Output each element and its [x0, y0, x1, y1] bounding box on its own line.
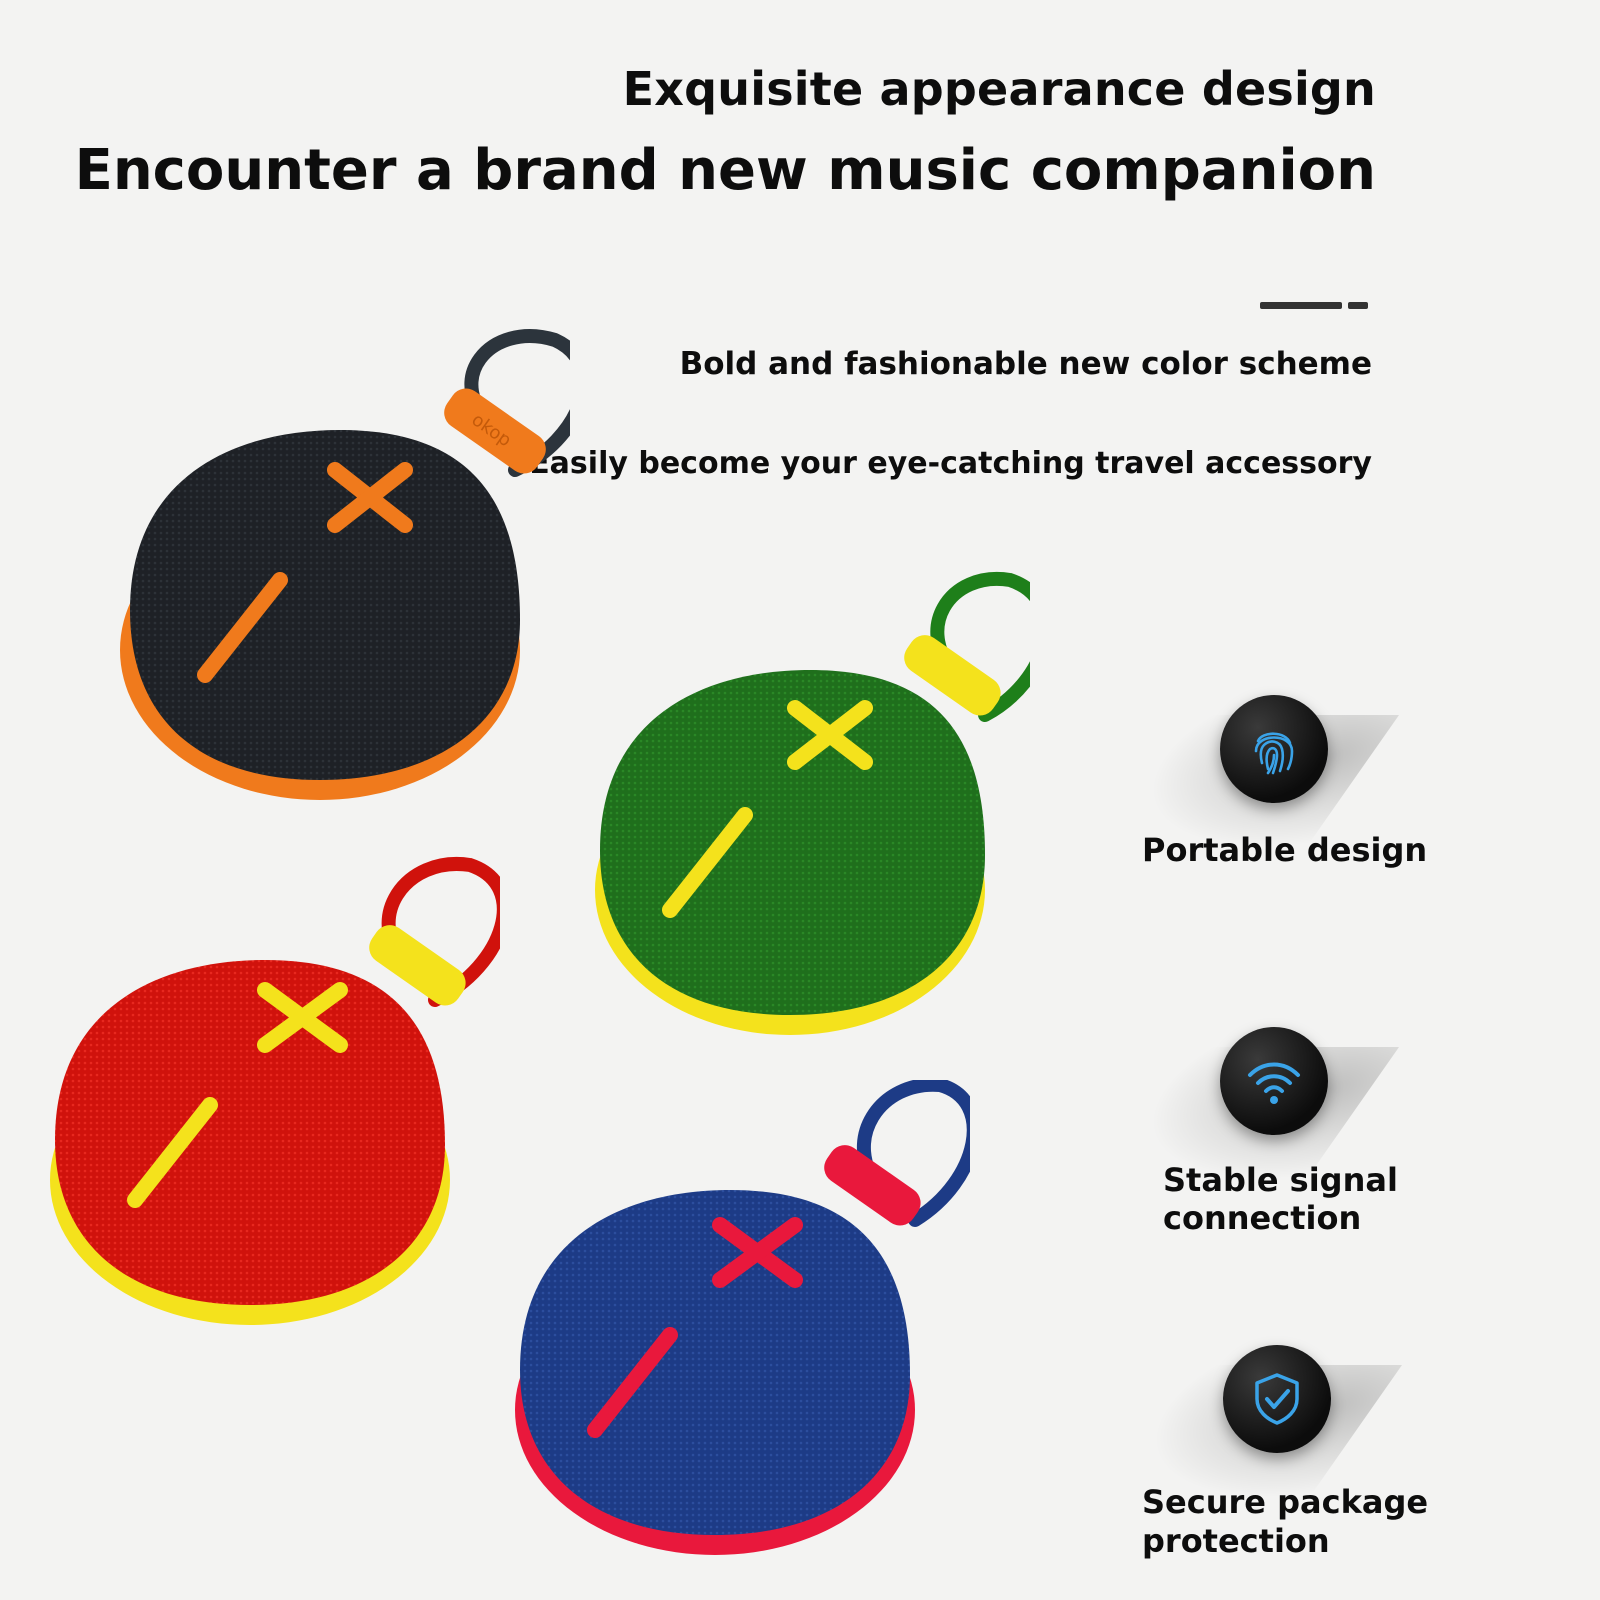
speaker-red-yellow: [50, 856, 500, 1325]
feature-secure: [1083, 1345, 1403, 1505]
shield-check-icon: [1223, 1345, 1331, 1453]
speaker-green-yellow: [595, 571, 1030, 1035]
feature-label-secure-1: Secure package: [1142, 1483, 1429, 1521]
feature-signal: [1080, 1027, 1400, 1187]
heading-line-1: Exquisite appearance design: [622, 62, 1376, 116]
speaker-black-orange: okop: [120, 329, 570, 800]
feature-label-signal-2: connection: [1163, 1199, 1362, 1237]
wifi-icon: [1220, 1027, 1328, 1135]
feature-portable: [1080, 695, 1400, 855]
divider-dash-long: [1260, 302, 1342, 309]
subheading-line-2: Easily become your eye-catching travel a…: [529, 446, 1372, 481]
feature-label-signal-1: Stable signal: [1163, 1161, 1398, 1199]
feature-label-secure-2: protection: [1142, 1522, 1330, 1560]
feature-label-portable: Portable design: [1142, 831, 1428, 869]
speaker-blue-red: [515, 1080, 970, 1555]
heading-line-2: Encounter a brand new music companion: [74, 138, 1376, 203]
subheading-line-1: Bold and fashionable new color scheme: [679, 346, 1372, 382]
divider-dash-short: [1348, 302, 1368, 309]
fingerprint-icon: [1220, 695, 1328, 803]
